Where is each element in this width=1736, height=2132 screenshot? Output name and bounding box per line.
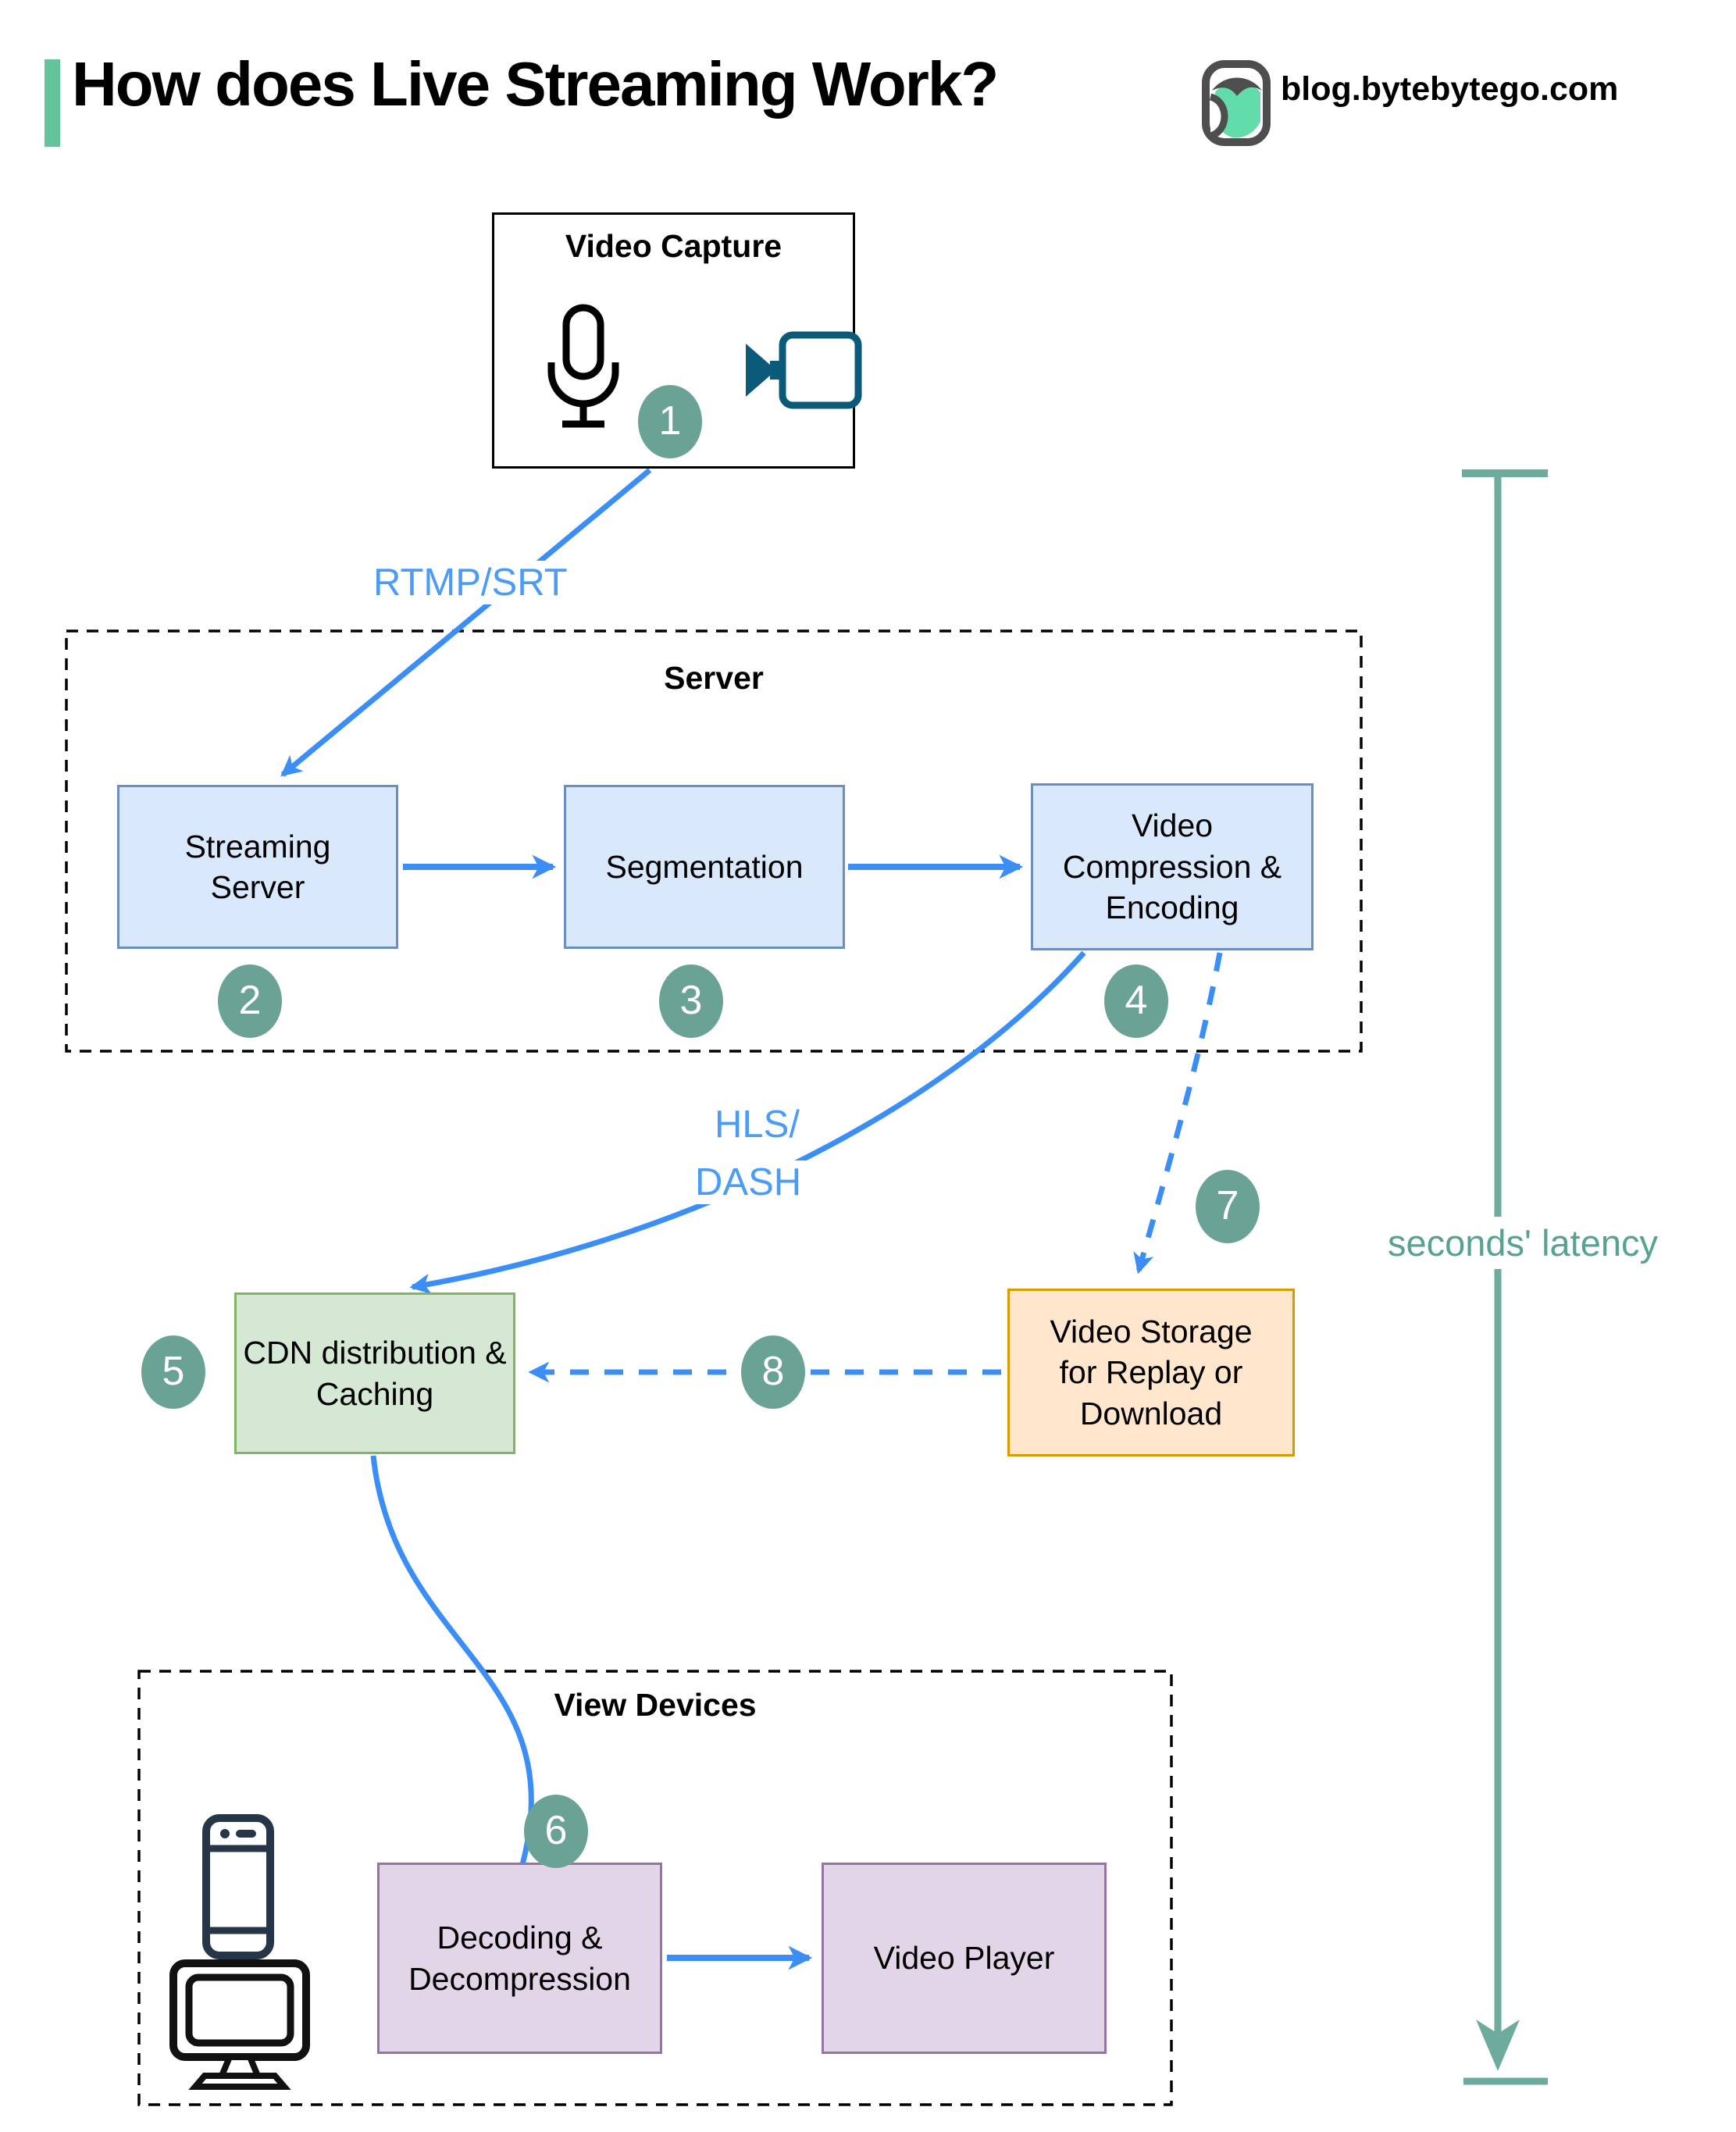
hls-label-line2: DASH <box>687 1160 810 1204</box>
step-badge-3: 3 <box>659 964 723 1038</box>
step-badge-2: 2 <box>218 964 282 1038</box>
monitor-icon <box>169 1959 311 2094</box>
title-accent-bar <box>45 59 60 147</box>
segmentation-label: Segmentation <box>605 848 804 885</box>
segmentation-box: Segmentation <box>564 785 845 949</box>
arrow-compression-to-storage <box>1133 952 1223 1275</box>
hls-label-line1: HLS/ <box>707 1103 807 1146</box>
video-compression-label: Video Compression & Encoding <box>1062 808 1282 926</box>
latency-label: seconds' latency <box>1342 1217 1704 1269</box>
logo-text: blog.bytebytego.com <box>1281 70 1619 108</box>
server-group-title: Server <box>664 660 764 696</box>
step-badge-6: 6 <box>524 1795 588 1868</box>
video-storage-label: Video Storage for Replay or Download <box>1050 1313 1253 1431</box>
video-capture-title: Video Capture <box>565 228 782 264</box>
arrow-capture-to-streaming <box>280 468 652 777</box>
page-title: How does Live Streaming Work? <box>72 49 999 119</box>
step-badge-7: 7 <box>1196 1170 1260 1243</box>
view-devices-group-title: View Devices <box>554 1687 757 1723</box>
arrow-cdn-to-decoding <box>370 1455 534 1887</box>
view-devices-group-border <box>137 1670 1173 2106</box>
video-compression-box: Video Compression & Encoding <box>1031 783 1314 950</box>
decoding-box: Decoding & Decompression <box>377 1863 662 2054</box>
microphone-icon <box>540 303 626 441</box>
step-badge-1: 1 <box>638 385 702 458</box>
smartphone-icon <box>201 1813 275 1964</box>
server-group-border <box>65 629 1363 1053</box>
decoding-label: Decoding & Decompression <box>408 1920 631 1997</box>
latency-arrowhead <box>1476 2020 1520 2071</box>
step-badge-8: 8 <box>741 1335 805 1409</box>
cdn-box: CDN distribution & Caching <box>234 1292 515 1454</box>
video-camera-icon <box>743 331 862 413</box>
step-badge-5: 5 <box>141 1335 205 1409</box>
step-badge-4: 4 <box>1104 964 1168 1038</box>
video-player-label: Video Player <box>873 1940 1055 1977</box>
video-storage-box: Video Storage for Replay or Download <box>1007 1289 1295 1456</box>
bytebytego-logo-icon <box>1201 59 1273 151</box>
cdn-label: CDN distribution & Caching <box>243 1335 507 1412</box>
streaming-server-box: Streaming Server <box>117 785 398 949</box>
rtmp-srt-label: RTMP/SRT <box>365 561 576 604</box>
streaming-server-label: Streaming Server <box>184 828 331 905</box>
video-player-box: Video Player <box>822 1863 1107 2054</box>
